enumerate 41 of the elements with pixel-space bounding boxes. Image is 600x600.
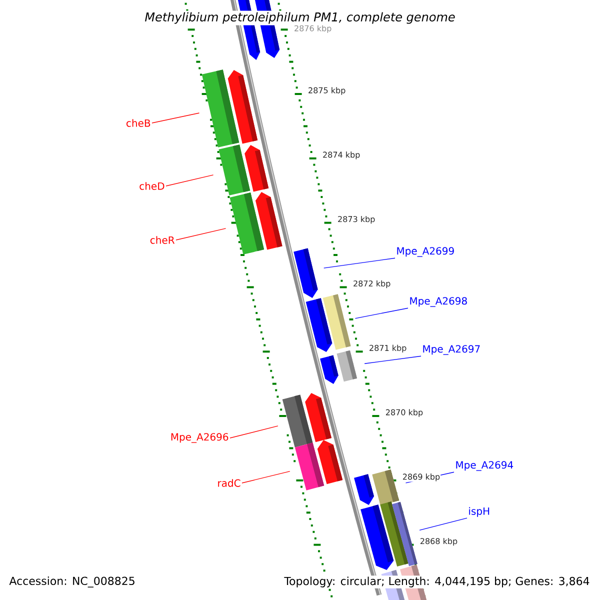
gene-label: Mpe_A2699 [397, 247, 454, 257]
gene-block [392, 502, 418, 566]
leader-line [419, 518, 468, 531]
gene-label: Mpe_A2694 [456, 461, 514, 471]
leader-line [354, 308, 408, 319]
leader-line [166, 174, 214, 186]
gene-block [317, 440, 343, 484]
gene-block [354, 474, 374, 505]
gene-block [305, 393, 332, 442]
gene-label: Mpe_A2697 [423, 345, 480, 355]
tick-label: 2874 kbp [322, 151, 361, 160]
tick-label: 2868 kbp [419, 537, 458, 546]
gene-block [218, 144, 250, 196]
tick-label: 2869 kbp [402, 473, 441, 482]
gene-block [306, 298, 332, 352]
leader-line [324, 258, 396, 268]
gene-label: cheB [126, 119, 150, 127]
gene-block [320, 355, 338, 384]
gene-label: cheR [150, 236, 175, 244]
footer-text: Topology: circular; Length: 4,044,195 bp; Genes: 3,864 [283, 576, 591, 588]
gene-label: Mpe_A2696 [171, 433, 228, 443]
leader-line [152, 112, 200, 124]
gene-label: Mpe_A2698 [410, 297, 467, 307]
footer-text: Accession: NC_008825 [8, 576, 136, 588]
gene-block [294, 248, 318, 298]
gene-block [244, 144, 269, 192]
leader-line [176, 228, 226, 240]
gene-label: cheD [140, 182, 164, 190]
gene-label: ispH [469, 507, 490, 517]
gene-block [372, 470, 400, 506]
gene-label: radC [218, 479, 240, 487]
title: Methylibium petroleiphilum PM1, complete genome [143, 10, 457, 26]
gene-block [256, 192, 282, 250]
tick-label: 2870 kbp [384, 408, 424, 418]
tick-label: 2875 kbp [308, 86, 346, 96]
gene-block [336, 350, 358, 382]
tick-label: 2871 kbp [368, 344, 408, 353]
tick-label: 2873 kbp [337, 215, 376, 224]
leader-line [364, 356, 422, 364]
tick-label: 2872 kbp [352, 280, 392, 289]
gene-block [228, 70, 258, 144]
